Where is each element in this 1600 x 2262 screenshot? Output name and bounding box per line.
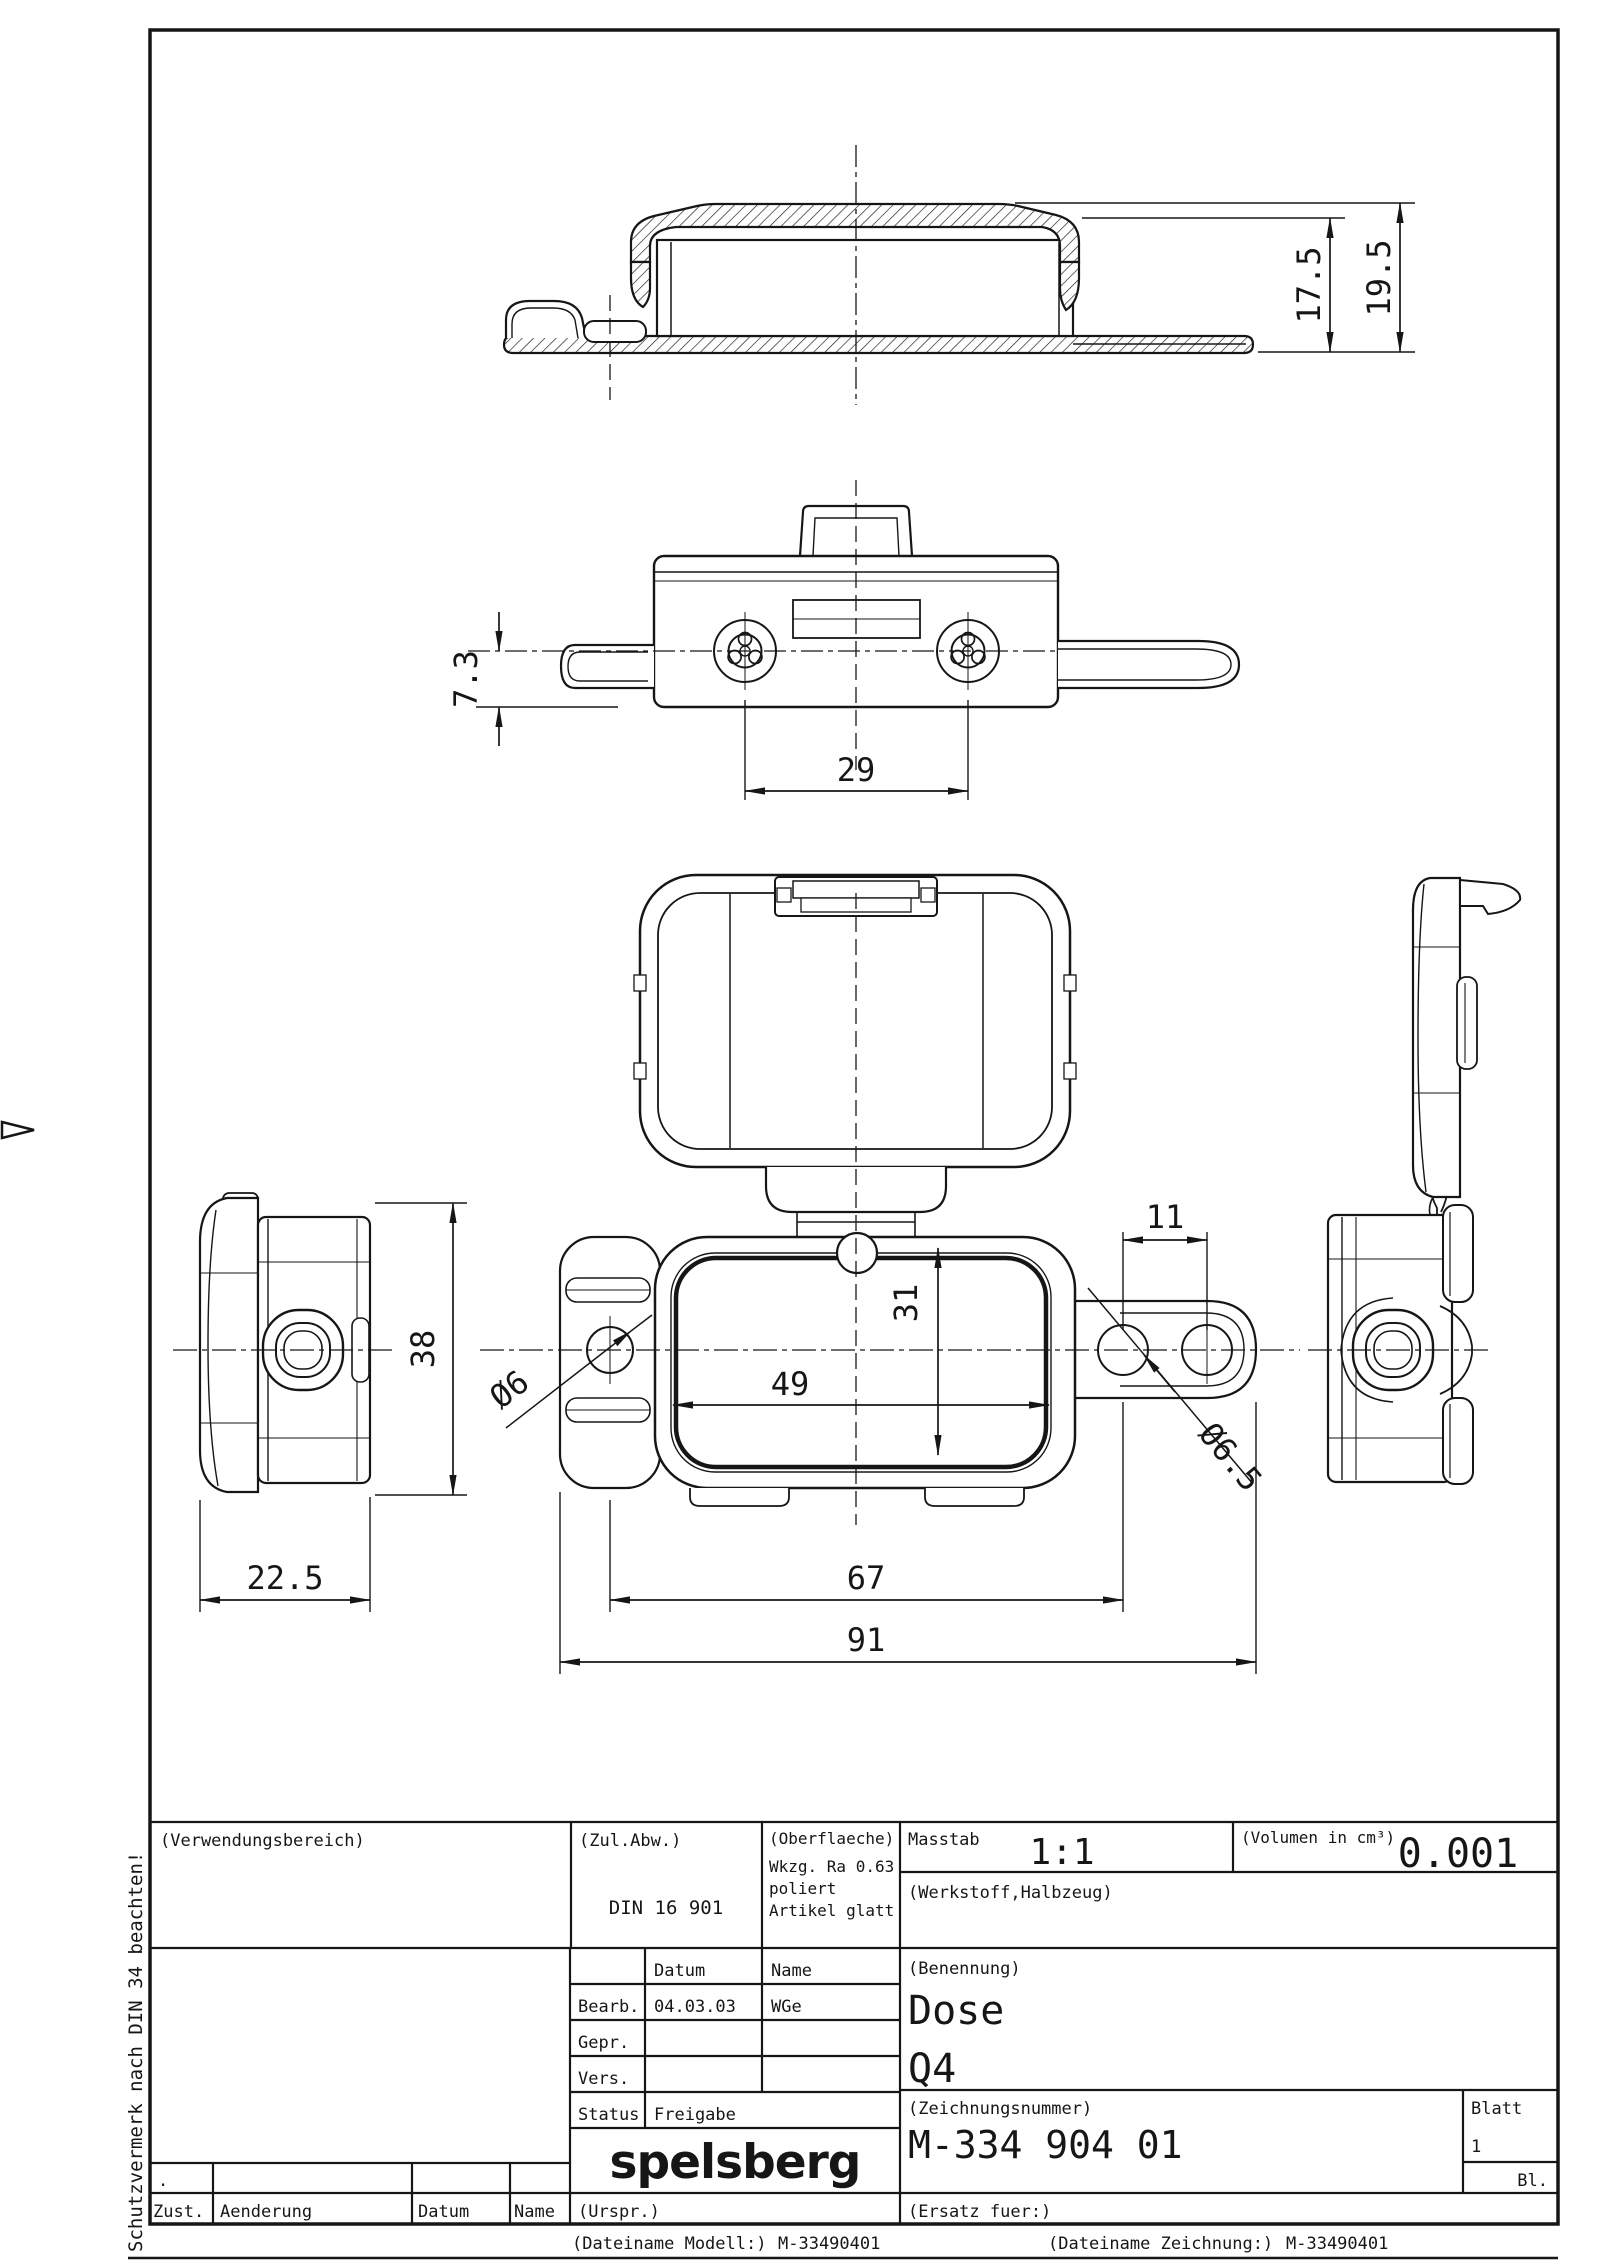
masstab-value: 1:1 bbox=[1029, 1832, 1094, 1873]
masstab-label: Masstab bbox=[908, 1830, 980, 1850]
view-lid-side bbox=[1411, 876, 1522, 1216]
status-label: Status bbox=[578, 2105, 639, 2125]
view-bottom bbox=[468, 480, 1241, 800]
dim-67: 67 bbox=[847, 1559, 886, 1597]
volumen-label: (Volumen in cm³) bbox=[1241, 1828, 1395, 1847]
zust-label: Zust. bbox=[153, 2202, 204, 2222]
dim-31: 31 bbox=[887, 1284, 925, 1323]
file-model-label: (Dateiname Modell:) bbox=[572, 2234, 766, 2254]
blatt-value: 1 bbox=[1471, 2137, 1481, 2157]
dim-19-5: 19.5 bbox=[1360, 239, 1398, 316]
title-block-grid bbox=[128, 1820, 1558, 2260]
dim-91: 91 bbox=[847, 1621, 886, 1659]
dim-dia6-5: Ø6.5 bbox=[1191, 1415, 1270, 1498]
status-value: Freigabe bbox=[654, 2105, 736, 2125]
bl-label: Bl. bbox=[1517, 2171, 1548, 2191]
oberflaeche-label: (Oberflaeche) bbox=[769, 1829, 894, 1848]
dim-22-5: 22.5 bbox=[246, 1559, 323, 1597]
datum-label: Datum bbox=[418, 2202, 469, 2222]
file-drawing-value: M-33490401 bbox=[1286, 2234, 1388, 2254]
view-right-side bbox=[1308, 1161, 1492, 1485]
benennung-value-2: Q4 bbox=[908, 2046, 956, 2092]
oberflaeche-line3: Artikel glatt bbox=[769, 1901, 894, 1920]
vers-label: Vers. bbox=[578, 2069, 629, 2089]
oberflaeche-line2: poliert bbox=[769, 1879, 836, 1898]
volumen-value: 0.001 bbox=[1398, 1831, 1518, 1877]
bearb-label: Bearb. bbox=[578, 1997, 639, 2017]
dim-11: 11 bbox=[1146, 1198, 1185, 1236]
view-left-side bbox=[173, 1192, 467, 1612]
verwendungsbereich-label: (Verwendungsbereich) bbox=[160, 1831, 365, 1851]
oberflaeche-line1: Wkzg. Ra 0.63 bbox=[769, 1857, 894, 1876]
fold-mark-icon bbox=[0, 1120, 35, 1140]
dim-7-3: 7.3 bbox=[447, 650, 485, 708]
dim-29: 29 bbox=[837, 751, 876, 789]
view-side-section-closed bbox=[502, 145, 1415, 405]
gepr-label: Gepr. bbox=[578, 2033, 629, 2053]
company-logo: spelsberg bbox=[610, 2135, 861, 2190]
revision-dot: . bbox=[158, 2171, 168, 2191]
bearb-datum: 04.03.03 bbox=[654, 1997, 736, 2017]
file-drawing-label: (Dateiname Zeichnung:) bbox=[1048, 2234, 1273, 2254]
protection-note: Schutzvermerk nach DIN 34 beachten! bbox=[125, 1852, 147, 2252]
file-model-value: M-33490401 bbox=[778, 2234, 880, 2254]
name-label: Name bbox=[514, 2202, 555, 2222]
dim-38: 38 bbox=[404, 1330, 442, 1369]
col-datum-header: Datum bbox=[654, 1961, 705, 1981]
urspr-label: (Urspr.) bbox=[578, 2202, 660, 2222]
dim-49: 49 bbox=[771, 1365, 810, 1403]
zeichnungsnummer-value: M-334 904 01 bbox=[908, 2123, 1183, 2167]
aenderung-label: Aenderung bbox=[220, 2202, 312, 2222]
sheet-frame bbox=[148, 28, 1560, 2226]
dim-17-5: 17.5 bbox=[1290, 246, 1328, 323]
dim-dia6: Ø6 bbox=[482, 1362, 536, 1416]
title-block-text: (Verwendungsbereich) (Zul.Abw.) DIN 16 9… bbox=[153, 1828, 1548, 2222]
blatt-label: Blatt bbox=[1471, 2099, 1522, 2119]
view-front-open bbox=[480, 873, 1300, 1674]
col-name-header: Name bbox=[771, 1961, 812, 1981]
benennung-value-1: Dose bbox=[908, 1988, 1004, 2034]
bearb-name: WGe bbox=[771, 1997, 802, 2017]
benennung-label: (Benennung) bbox=[908, 1959, 1021, 1979]
zul-abw-label: (Zul.Abw.) bbox=[579, 1831, 681, 1851]
zul-abw-value: DIN 16 901 bbox=[609, 1897, 723, 1919]
werkstoff-label: (Werkstoff,Halbzeug) bbox=[908, 1883, 1113, 1903]
zeichnungsnummer-label: (Zeichnungsnummer) bbox=[908, 2099, 1092, 2119]
ersatz-label: (Ersatz fuer:) bbox=[908, 2202, 1051, 2222]
